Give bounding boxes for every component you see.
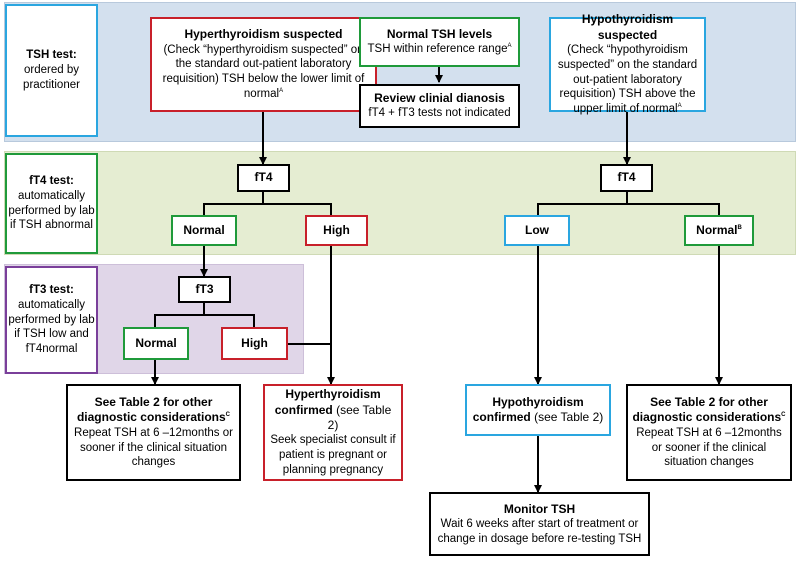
normal-tsh-body: TSH within reference range xyxy=(367,43,508,56)
hypo-suspected-title: Hypothyroidism suspected xyxy=(581,12,674,42)
hypo-confirmed-title: Hypothyroidism confirmed xyxy=(472,394,584,424)
ft4-high-node: High xyxy=(305,215,368,246)
ft4-normal-right-footnote: B xyxy=(737,224,742,231)
ft4-low-node: Low xyxy=(504,215,570,246)
normal-tsh-footnote: A xyxy=(507,43,512,50)
ft3-normal-node: Normal xyxy=(123,327,189,360)
see-table-left-node: See Table 2 for other diagnostic conside… xyxy=(66,384,241,481)
see-table-right-body: Repeat TSH at 6 –12months or sooner if t… xyxy=(636,426,782,469)
ft3-high-node: High xyxy=(221,327,288,360)
ft3-normal-title: Normal xyxy=(135,335,177,350)
ft3-test-label-title: fT3 test: xyxy=(29,283,74,296)
ft4-normal-right-node: NormalB xyxy=(684,215,754,246)
hyper-suspected-footnote: A xyxy=(279,87,284,94)
line-ft4-to-normal xyxy=(203,192,264,215)
monitor-title: Monitor TSH xyxy=(503,501,576,516)
hyperthyroidism-confirmed-node: Hyperthyroidism confirmed (see Table 2) … xyxy=(263,384,403,481)
ft4-low-title: Low xyxy=(525,222,549,237)
hypothyroidism-confirmed-node: Hypothyroidism confirmed (see Table 2) xyxy=(465,384,611,436)
ft4-normal-right-title: Normal xyxy=(696,222,738,237)
ft4-right-node: fT4 xyxy=(600,164,653,192)
hyper-confirmed-body: Seek specialist consult if patient is pr… xyxy=(270,434,396,476)
normal-tsh-node: Normal TSH levels TSH within reference r… xyxy=(359,17,520,67)
hyper-confirmed-suffix: (see Table 2) xyxy=(327,402,392,433)
ft3-test-label: fT3 test: automatically performed by lab… xyxy=(5,266,98,374)
hyper-suspected-title: Hyperthyroidism suspected xyxy=(184,27,343,42)
ft4-normal-title: Normal xyxy=(183,222,225,237)
ft4-test-label-title: fT4 test: xyxy=(29,174,74,187)
ft4-normal-node: Normal xyxy=(171,215,237,246)
line-ft4-to-high xyxy=(263,203,332,215)
ft3-node: fT3 xyxy=(178,276,231,303)
ft3-test-label-body: automatically performed by lab if TSH lo… xyxy=(8,298,95,356)
hypothyroidism-suspected-node: Hypothyroidism suspected (Check “hypothy… xyxy=(549,12,706,115)
ft4-right-title: fT4 xyxy=(617,170,636,185)
review-title: Review clinial dianosis xyxy=(374,90,505,105)
ft3-high-title: High xyxy=(241,335,268,350)
hyperthyroidism-suspected-node: Hyperthyroidism suspected (Check “hypert… xyxy=(150,17,377,112)
see-table-left-body: Repeat TSH at 6 –12months or sooner if t… xyxy=(74,426,233,469)
ft4-test-label-body: automatically performed by lab if TSH ab… xyxy=(8,189,95,232)
ft4-test-label: fT4 test: automatically performed by lab… xyxy=(5,153,98,254)
see-table-right-footnote: C xyxy=(781,412,786,419)
tsh-test-label-title: TSH test: xyxy=(26,49,77,62)
line-ft3-to-normal xyxy=(154,303,205,327)
line-ft4-to-normal-right xyxy=(627,203,720,215)
ft4-high-title: High xyxy=(323,222,350,237)
tsh-test-label: TSH test: ordered by practitioner xyxy=(5,4,98,137)
tsh-test-label-body: ordered by practitioner xyxy=(23,64,80,91)
review-body: fT4 + fT3 tests not indicated xyxy=(368,107,511,120)
see-table-right-title: See Table 2 for other diagnostic conside… xyxy=(632,395,782,425)
hyper-suspected-body: (Check “hyperthyroidism suspected” on th… xyxy=(162,43,365,100)
hyper-confirmed-title: Hyperthyroidism confirmed xyxy=(274,387,381,417)
ft3-title: fT3 xyxy=(195,281,214,296)
see-table-left-title: See Table 2 for other diagnostic conside… xyxy=(76,395,226,425)
normal-tsh-title: Normal TSH levels xyxy=(386,26,493,41)
line-ft4-to-low xyxy=(537,192,628,215)
line-ft3-to-high xyxy=(204,314,255,327)
hypo-suspected-footnote: A xyxy=(677,102,682,109)
ft4-left-node: fT4 xyxy=(237,164,290,192)
hypo-confirmed-suffix: (see Table 2) xyxy=(530,410,604,424)
ft4-left-title: fT4 xyxy=(254,170,273,185)
monitor-tsh-node: Monitor TSH Wait 6 weeks after start of … xyxy=(429,492,650,556)
hypo-suspected-body: (Check “hypothyroidism suspected” on the… xyxy=(557,44,698,115)
monitor-body: Wait 6 weeks after start of treatment or… xyxy=(437,517,642,545)
see-table-left-footnote: C xyxy=(225,412,231,419)
see-table-right-node: See Table 2 for other diagnostic conside… xyxy=(626,384,792,481)
review-diagnosis-node: Review clinial dianosis fT4 + fT3 tests … xyxy=(359,84,520,128)
